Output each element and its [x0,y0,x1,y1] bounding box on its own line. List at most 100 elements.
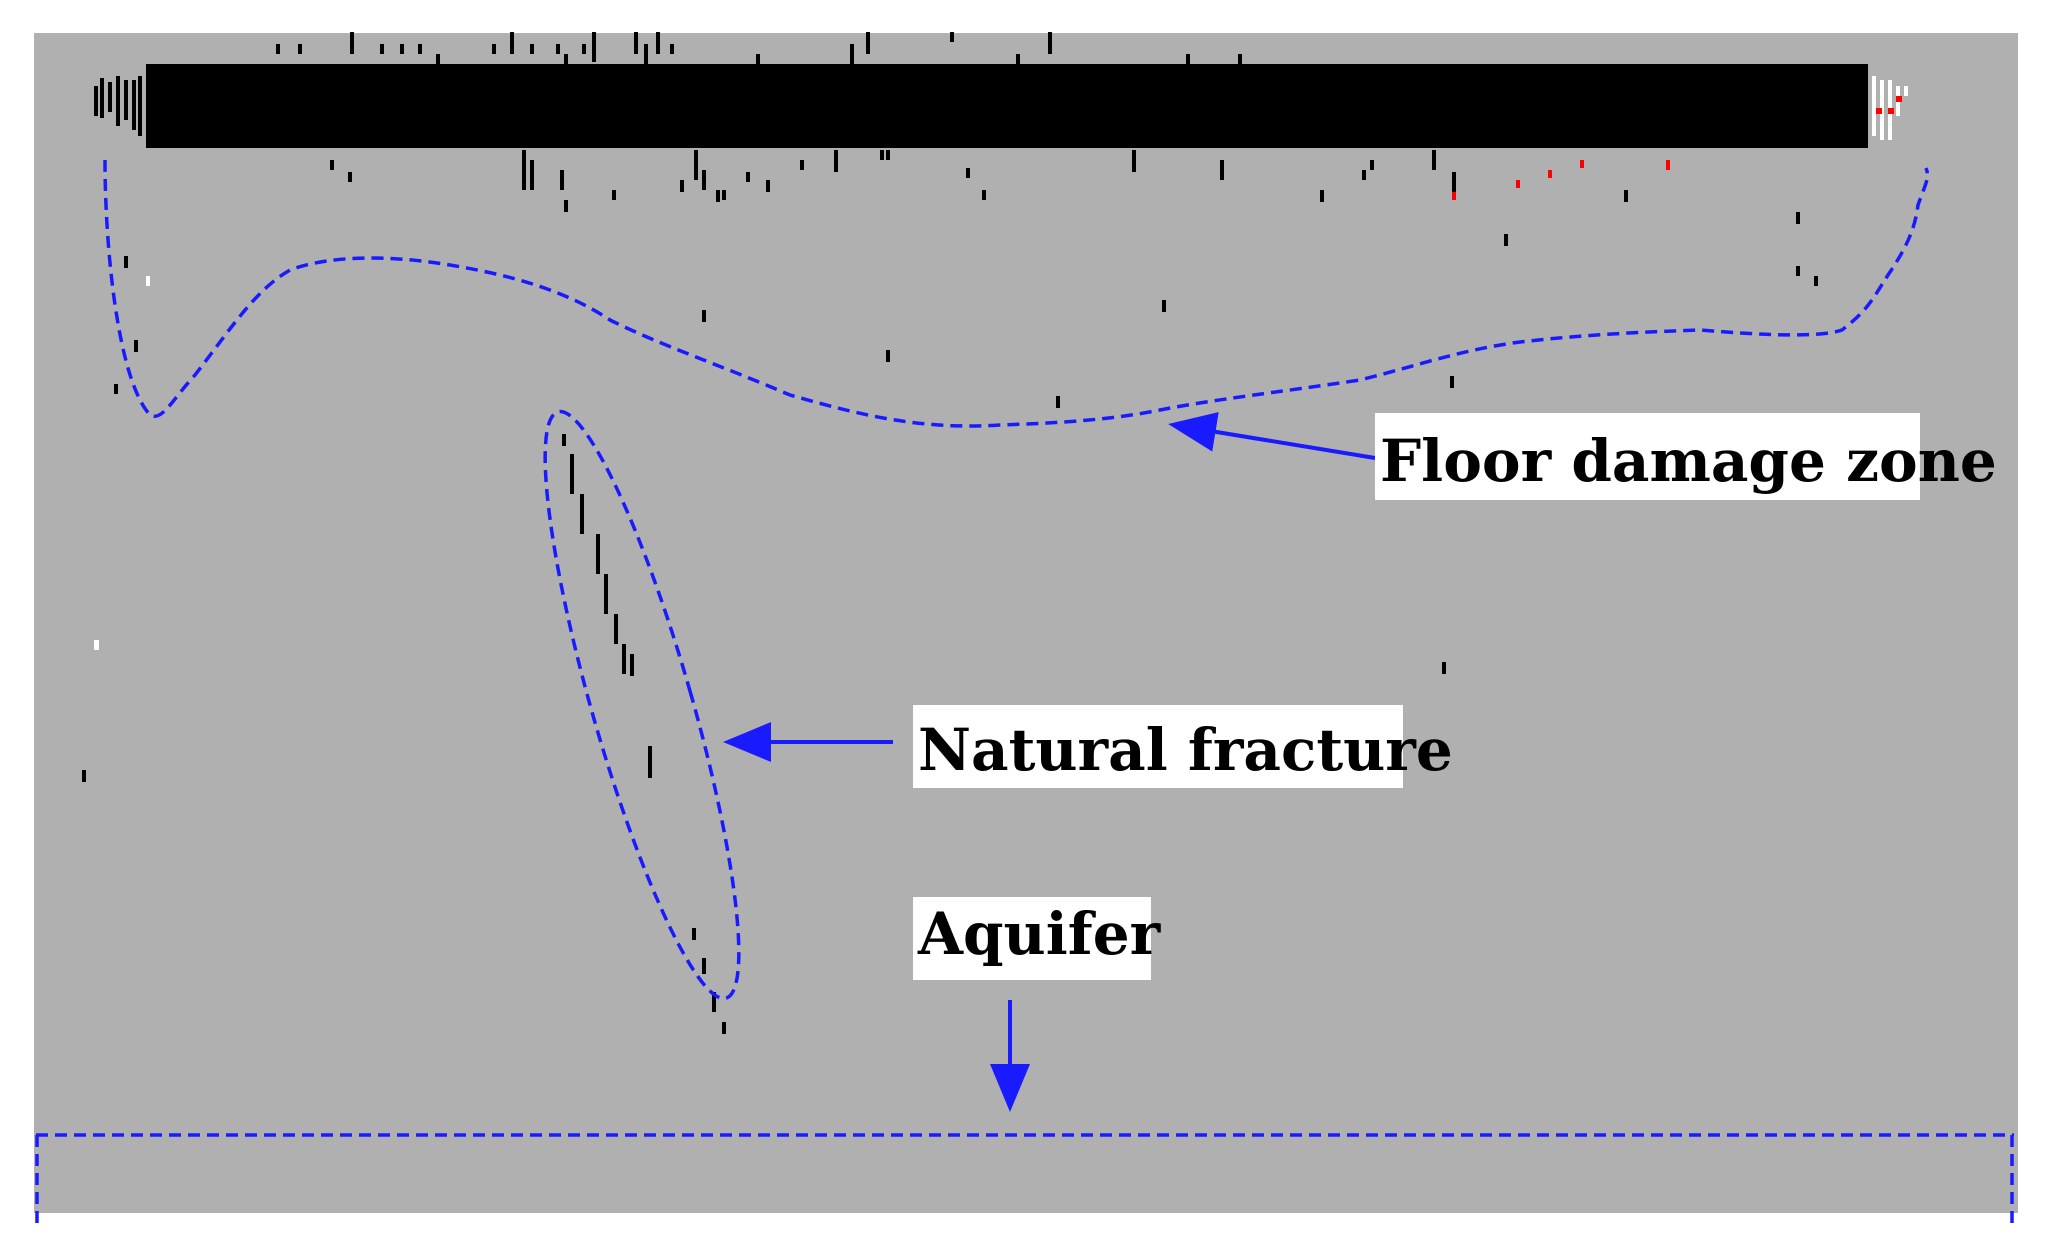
failed-element [800,160,804,170]
failed-element [134,340,138,352]
failed-element [1452,192,1456,200]
failed-element [400,44,404,54]
failed-element [1872,76,1876,136]
failed-element [886,350,890,362]
failed-element [1796,212,1800,224]
failed-element [592,32,596,62]
failed-element [564,200,568,212]
failed-element [612,190,616,200]
failed-element [100,78,104,118]
failed-element [622,644,626,674]
failed-element [1814,276,1818,286]
failed-element [680,180,684,192]
failed-element [436,54,440,64]
failed-element [1432,150,1436,170]
failed-element [1220,160,1224,180]
failed-element [114,384,118,394]
failed-element [298,44,302,54]
failed-element [1362,170,1366,180]
failed-element [276,44,280,54]
failed-element [834,150,838,172]
failed-element [570,454,574,494]
failed-element [1876,108,1882,114]
failed-element [1238,54,1242,64]
failed-element [1888,108,1894,114]
failed-element [716,190,720,202]
failed-element [1450,376,1454,388]
failed-element [746,172,750,182]
failed-element [886,150,890,160]
failed-element [1056,396,1060,408]
failed-element [510,32,514,54]
failed-element [880,150,884,160]
failed-element [1016,54,1020,64]
failed-element [94,640,99,650]
floor-damage-zone-label-bg [1375,413,1920,500]
failed-element [530,160,534,190]
failed-element [1666,160,1670,170]
failed-element [124,80,128,120]
failed-element [982,190,986,200]
failed-element [850,44,854,66]
failed-element [94,86,98,116]
failed-element [702,958,706,974]
failed-element [634,32,638,54]
failed-element [1516,180,1520,188]
failed-element [418,44,422,54]
failed-element [530,44,534,54]
failed-element [492,44,496,54]
failed-element [146,276,150,286]
failed-element [1796,266,1800,276]
failed-element [580,494,584,534]
failure-elements [82,32,1908,1034]
failed-element [604,574,608,614]
natural-fracture-label-bg [913,705,1403,788]
failed-element [1370,160,1374,170]
failed-element [1548,170,1552,178]
failed-element [702,310,706,322]
failed-element [1048,32,1052,54]
failed-element [124,256,128,268]
failed-element [950,32,954,42]
failed-element [966,168,970,178]
failed-element [756,54,760,64]
failed-element [350,32,354,54]
failed-element [82,770,86,782]
failed-element [648,746,652,778]
rock-mass [34,33,2018,1213]
failed-element [1624,190,1628,202]
failed-element [614,614,618,644]
failed-element [694,150,698,180]
failed-element [582,44,586,54]
failed-element [712,992,716,1012]
natural-fracture-label: Natural fracture [913,705,1453,788]
failed-element [1904,86,1908,96]
failed-element [108,82,112,112]
failed-element [692,928,696,940]
aquifer-boundary [35,1133,2014,1225]
failed-element [348,172,352,182]
failed-element [1504,234,1508,246]
failed-element [1580,160,1584,168]
failed-element [522,150,526,190]
floor-damage-zone-outline [103,159,1930,428]
natural-fracture-outline [543,409,741,1001]
failed-element [722,190,726,200]
failed-element [596,534,600,574]
failed-element [656,32,660,54]
failed-element [1896,96,1902,102]
failed-element [132,80,136,130]
failed-element [1452,172,1456,192]
failed-element [560,170,564,190]
failed-element [564,54,568,64]
failed-element [1162,300,1166,312]
failed-element [330,160,334,170]
aquifer-label-bg [913,897,1151,980]
aquifer-label: Aquifer [913,897,1162,980]
failed-element [556,44,560,54]
failed-element [670,44,674,54]
goaf [146,64,1868,148]
failed-element [562,434,566,446]
failed-element [866,32,870,54]
